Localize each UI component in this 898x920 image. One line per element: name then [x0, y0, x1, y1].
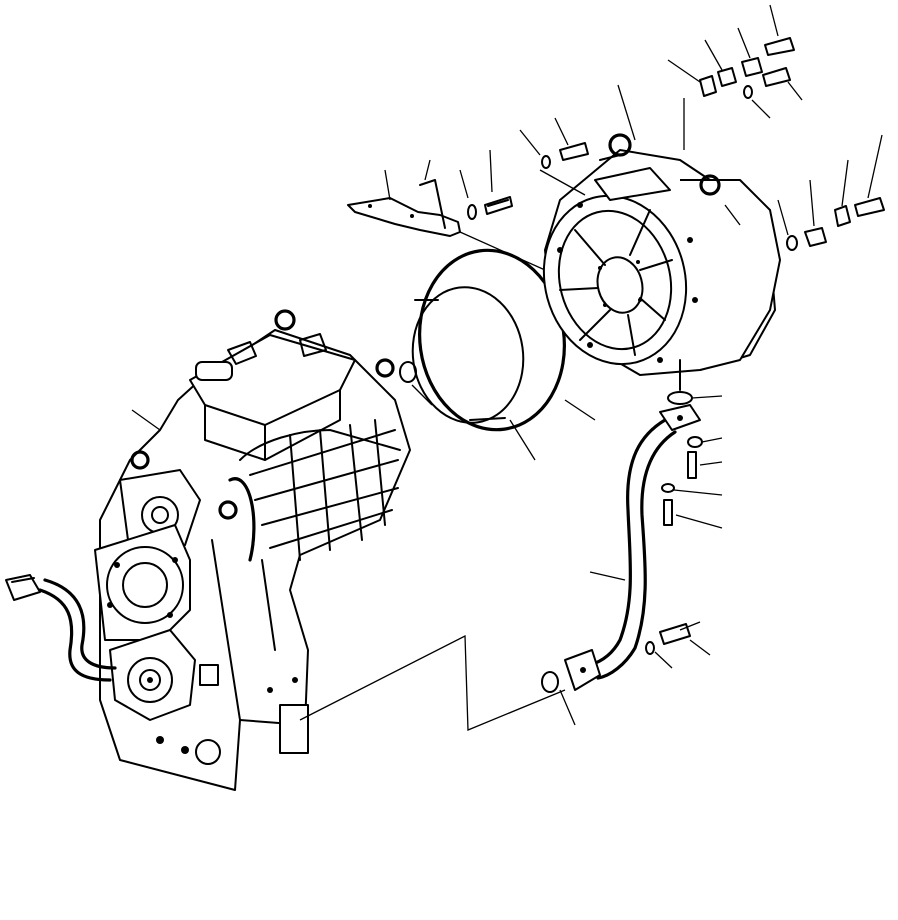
transmission-assembly [5, 309, 411, 791]
washer [743, 85, 771, 119]
plug [704, 27, 763, 87]
bracket [347, 159, 546, 271]
oil-tube [588, 418, 677, 680]
o-ring [399, 361, 433, 406]
hose-fitting [667, 59, 717, 150]
hose-fitting [564, 404, 701, 691]
assembly-reference-line [299, 634, 566, 731]
washer [777, 199, 798, 251]
bolt [659, 451, 723, 645]
torque-converter-housing [539, 84, 781, 391]
clip [804, 159, 851, 247]
washer [645, 483, 723, 669]
washer [519, 129, 551, 169]
bolt [484, 149, 513, 215]
bolt [762, 4, 803, 101]
o-ring [541, 391, 723, 726]
bolt [554, 117, 589, 161]
washer [459, 169, 477, 220]
bolt [854, 134, 885, 217]
